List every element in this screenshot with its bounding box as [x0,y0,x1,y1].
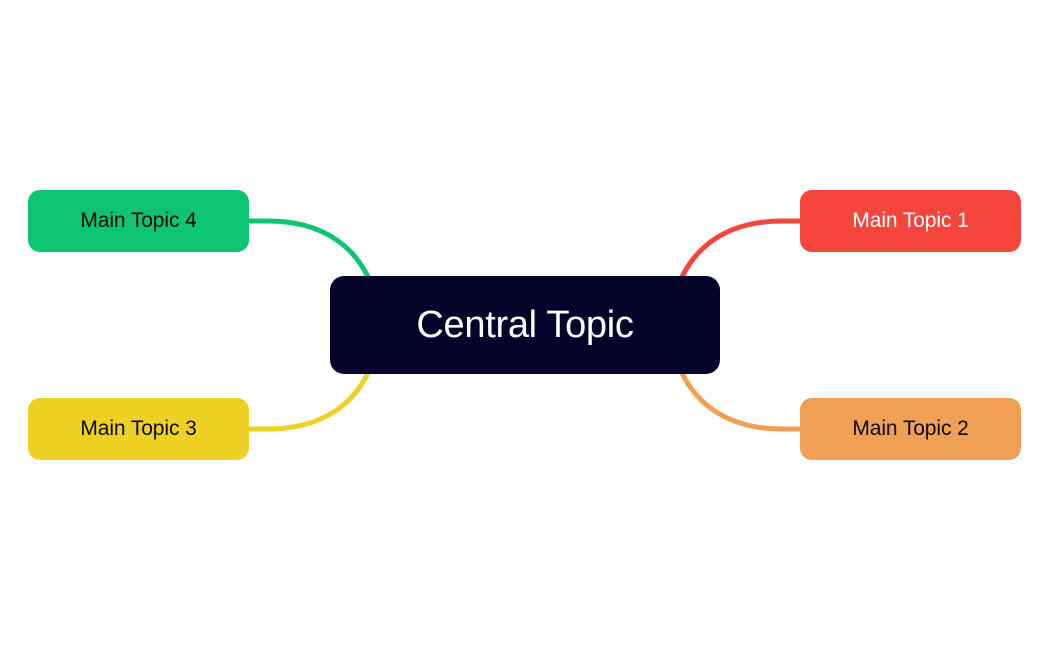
branch-label-topic-4: Main Topic 4 [80,209,197,232]
branch-node-topic-4[interactable]: Main Topic 4 [28,190,249,252]
central-topic-label: Central Topic [416,303,634,346]
branch-node-topic-1[interactable]: Main Topic 1 [800,190,1021,252]
connector-topic-1 [679,218,804,280]
branch-node-topic-3[interactable]: Main Topic 3 [28,398,249,460]
branch-label-topic-2: Main Topic 2 [852,417,969,440]
connector-topic-2 [679,370,804,432]
branch-label-topic-1: Main Topic 1 [852,209,969,232]
branch-node-topic-2[interactable]: Main Topic 2 [800,398,1021,460]
branch-label-topic-3: Main Topic 3 [80,417,197,440]
connector-topic-4 [246,218,371,280]
central-topic-node[interactable]: Central Topic [330,276,720,374]
connector-topic-3 [246,370,371,432]
